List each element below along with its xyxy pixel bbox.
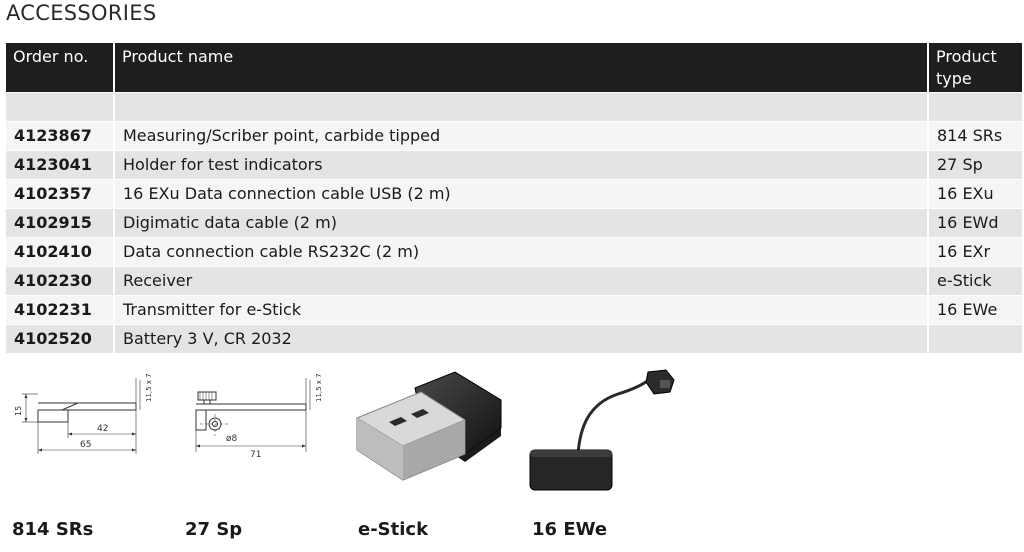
header-product-type-line1: Product (936, 47, 997, 66)
header-product-type-line2: type (936, 69, 972, 88)
blank-cell (6, 91, 115, 121)
table-row: 4102357 16 EXu Data connection cable USB… (6, 178, 1022, 208)
dim-65-label: 65 (80, 440, 91, 450)
header-product-name: Product name (114, 43, 929, 92)
dim-15-label: 15 (14, 406, 23, 416)
order-number-cell: 4102357 (6, 178, 115, 208)
table-row: 4123867 Measuring/Scriber point, carbide… (6, 120, 1022, 150)
product-type-cell (928, 323, 1022, 353)
dim-115x7-label: 11,5 x 7 (315, 373, 323, 402)
blank-cell (114, 91, 929, 121)
table-row: 4102230 Receiver e-Stick (6, 265, 1022, 295)
caption-16-ewe: 16 EWe (532, 519, 608, 540)
dim-phi8-label: ø8 (226, 434, 238, 444)
table-row: 4102520 Battery 3 V, CR 2032 (6, 323, 1022, 353)
order-number-cell: 4102520 (6, 323, 115, 353)
product-name-cell: Digimatic data cable (2 m) (114, 207, 929, 237)
product-name-cell: Holder for test indicators (114, 149, 929, 179)
product-type-cell: 16 EXu (928, 178, 1022, 208)
table-row: 4123041 Holder for test indicators 27 Sp (6, 149, 1022, 179)
product-type-cell: 814 SRs (928, 120, 1022, 150)
product-name-cell: Receiver (114, 265, 929, 295)
caption-27-sp: 27 Sp (185, 519, 243, 540)
product-type-cell: 16 EWd (928, 207, 1022, 237)
product-name-cell: Data connection cable RS232C (2 m) (114, 236, 929, 266)
transmitter-image (529, 369, 675, 491)
product-type-cell: 16 EWe (928, 294, 1022, 324)
product-name-cell: Transmitter for e-Stick (114, 294, 929, 324)
product-type-cell: 16 EXr (928, 236, 1022, 266)
table-row: 4102231 Transmitter for e-Stick 16 EWe (6, 294, 1022, 324)
order-number-cell: 4102915 (6, 207, 115, 237)
e-stick-image (355, 371, 502, 481)
order-number-cell: 4102231 (6, 294, 115, 324)
dim-71-label: 71 (250, 450, 261, 460)
header-product-type: Product type (928, 43, 1022, 92)
scriber-point-drawing: 15 42 65 11,5 x 7 (14, 373, 153, 454)
dim-115x7-label: 11,5 x 7 (145, 373, 153, 402)
dim-42-label: 42 (97, 424, 108, 434)
table-row-blank (6, 91, 1022, 121)
table-row: 4102915 Digimatic data cable (2 m) 16 EW… (6, 207, 1022, 237)
blank-cell (928, 91, 1022, 121)
product-name-cell: Measuring/Scriber point, carbide tipped (114, 120, 929, 150)
holder-drawing: ø8 71 11,5 x 7 (195, 373, 323, 460)
order-number-cell: 4123041 (6, 149, 115, 179)
accessories-table: Order no. Product name Product type 41238… (6, 43, 1022, 353)
header-order-no: Order no. (6, 43, 115, 92)
table-header-row: Order no. Product name Product type (6, 43, 1022, 92)
product-name-cell: 16 EXu Data connection cable USB (2 m) (114, 178, 929, 208)
order-number-cell: 4102410 (6, 236, 115, 266)
order-number-cell: 4123867 (6, 120, 115, 150)
section-title: ACCESSORIES (6, 1, 157, 25)
order-number-cell: 4102230 (6, 265, 115, 295)
product-type-cell: 27 Sp (928, 149, 1022, 179)
caption-e-stick: e-Stick (358, 519, 429, 540)
caption-814-srs: 814 SRs (12, 519, 94, 540)
table-row: 4102410 Data connection cable RS232C (2 … (6, 236, 1022, 266)
product-name-cell: Battery 3 V, CR 2032 (114, 323, 929, 353)
product-type-cell: e-Stick (928, 265, 1022, 295)
